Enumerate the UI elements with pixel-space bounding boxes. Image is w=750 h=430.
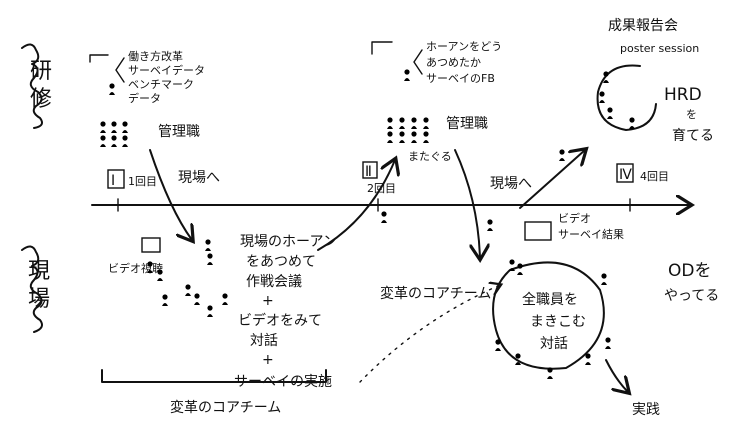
training-2-note-2: あつめたか bbox=[426, 56, 481, 69]
stage-4-marker: Ⅳ 4回目 bbox=[616, 163, 669, 183]
stage-1-label: 1回目 bbox=[128, 175, 157, 188]
final-circle bbox=[596, 64, 657, 131]
field-2-dialog-2: まきこむ bbox=[530, 314, 586, 330]
stage-2-numeral: Ⅱ bbox=[365, 164, 372, 180]
field-1-step-7: + bbox=[262, 352, 274, 368]
stage-1-numeral: Ⅰ bbox=[111, 173, 115, 189]
field-1-group: ビデオ視聴 現場のホーアン をあつめて 作戦会議 + ビデオをみて 対話 + サ… bbox=[101, 160, 395, 416]
training-1-note-4: データ bbox=[128, 91, 161, 105]
training-2-walk: またぐる bbox=[408, 150, 452, 163]
training-1-screen bbox=[89, 54, 109, 63]
arrow-field2-to-final bbox=[519, 150, 585, 209]
field-2-video-1: ビデオ bbox=[558, 211, 591, 225]
field-1-people bbox=[147, 239, 228, 317]
zone-field-label: 現 場 bbox=[21, 245, 50, 333]
field-2-dialog-3: 対話 bbox=[540, 335, 568, 352]
zone-field-bracket bbox=[21, 245, 43, 333]
od-note-1: ODを bbox=[668, 261, 711, 281]
arrow-training2-to-field bbox=[454, 149, 480, 258]
training-1-people bbox=[100, 121, 128, 147]
training-2-note-bracket bbox=[413, 49, 423, 75]
training-1-note-bracket bbox=[115, 57, 125, 83]
zone-training-label: 研 修 bbox=[21, 43, 52, 129]
field-2-video-screen bbox=[524, 221, 552, 241]
training-1-group: 働き方改革 サーベイデータ ベンチマーク データ 管理職 現場へ bbox=[89, 49, 220, 240]
final-group: 成果報告会 poster session HRD を 育てる bbox=[596, 18, 714, 144]
training-2-group: ホーアンをどう あつめたか サーベイのFB 管理職 またぐる 現場へ bbox=[371, 40, 532, 258]
field-1-step-3: 作戦会議 bbox=[246, 273, 302, 290]
field-1-step-5: ビデオをみて bbox=[238, 312, 322, 329]
training-2-screen bbox=[371, 41, 393, 55]
arrow-to-practice bbox=[605, 359, 628, 392]
od-note: ODを やってる bbox=[664, 261, 719, 304]
training-1-managers: 管理職 bbox=[158, 124, 200, 140]
field-2-circle bbox=[492, 261, 605, 370]
training-2-note-3: サーベイのFB bbox=[426, 72, 495, 85]
stage-4-numeral: Ⅳ bbox=[619, 167, 632, 183]
od-note-2: やってる bbox=[664, 288, 719, 304]
field-1-bracket bbox=[101, 369, 327, 383]
field-1-step-4: + bbox=[262, 293, 274, 309]
field-2-dialog-1: 全職員を bbox=[522, 291, 578, 308]
arrow-training1-to-field bbox=[149, 149, 192, 240]
field-1-step-2: をあつめて bbox=[246, 254, 316, 270]
training-1-note-2: サーベイデータ bbox=[128, 63, 205, 77]
training-2-managers: 管理職 bbox=[446, 116, 488, 132]
zone-training-text-1: 研 bbox=[30, 59, 52, 84]
stage-1-marker: Ⅰ 1回目 bbox=[107, 169, 157, 189]
final-hrd-3: 育てる bbox=[672, 128, 714, 144]
field-1-video-screen bbox=[141, 237, 161, 253]
field-1-step-6: 対話 bbox=[250, 332, 278, 349]
stage-4-label: 4回目 bbox=[640, 170, 669, 183]
training-1-to-field: 現場へ bbox=[178, 170, 220, 186]
zone-field-text-1: 現 bbox=[28, 259, 50, 284]
zone-field-text-2: 場 bbox=[28, 287, 50, 312]
final-subtitle: poster session bbox=[620, 42, 699, 55]
final-hrd-1: HRD bbox=[664, 85, 702, 105]
training-2-to-field: 現場へ bbox=[490, 176, 532, 192]
field-1-step-1: 現場のホーアン bbox=[240, 234, 337, 250]
zone-training-text-2: 修 bbox=[30, 87, 52, 112]
arrow-field1-to-training2 bbox=[317, 160, 395, 251]
training-2-note-1: ホーアンをどう bbox=[426, 40, 502, 53]
field-2-core-team: 変革のコアチーム bbox=[380, 285, 491, 302]
training-1-note-3: ベンチマーク bbox=[128, 78, 194, 91]
field-1-core-team: 変革のコアチーム bbox=[170, 399, 281, 416]
field-2-group: ビデオ サーベイ結果 変革のコアチーム 全職員を まきこむ 対話 実践 bbox=[359, 149, 660, 418]
zone-training-bracket bbox=[21, 43, 43, 129]
training-2-people bbox=[387, 117, 429, 143]
final-title: 成果報告会 bbox=[608, 18, 678, 34]
field-2-practice: 実践 bbox=[632, 402, 660, 418]
field-2-video-2: サーベイ結果 bbox=[558, 227, 624, 241]
field-1-video: ビデオ視聴 bbox=[108, 261, 163, 275]
final-hrd-2: を bbox=[686, 108, 697, 121]
training-1-note-1: 働き方改革 bbox=[128, 49, 183, 63]
